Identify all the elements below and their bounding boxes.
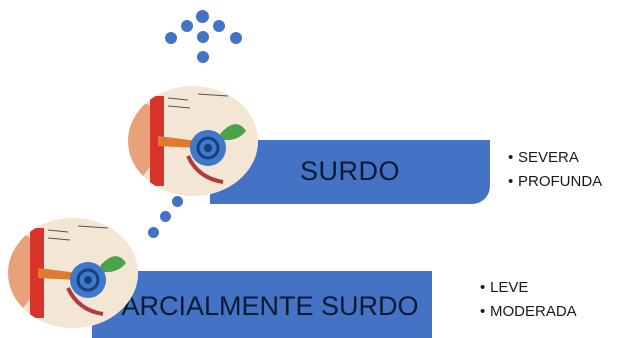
degree-item: MODERADA bbox=[480, 300, 577, 324]
level-label: SURDO bbox=[299, 156, 400, 187]
degree-list-parcialmente-surdo: LEVE MODERADA bbox=[480, 276, 577, 324]
level-label: PARCIALMENTE SURDO bbox=[105, 290, 419, 321]
degree-item: LEVE bbox=[480, 276, 577, 300]
ear-anatomy-icon bbox=[8, 218, 138, 328]
degree-item: PROFUNDA bbox=[508, 170, 602, 194]
degree-list-surdo: SEVERA PROFUNDA bbox=[508, 146, 602, 194]
ear-anatomy-icon bbox=[128, 86, 258, 196]
level-banner-parcialmente-surdo: PARCIALMENTE SURDO bbox=[92, 271, 432, 338]
degree-item: SEVERA bbox=[508, 146, 602, 170]
